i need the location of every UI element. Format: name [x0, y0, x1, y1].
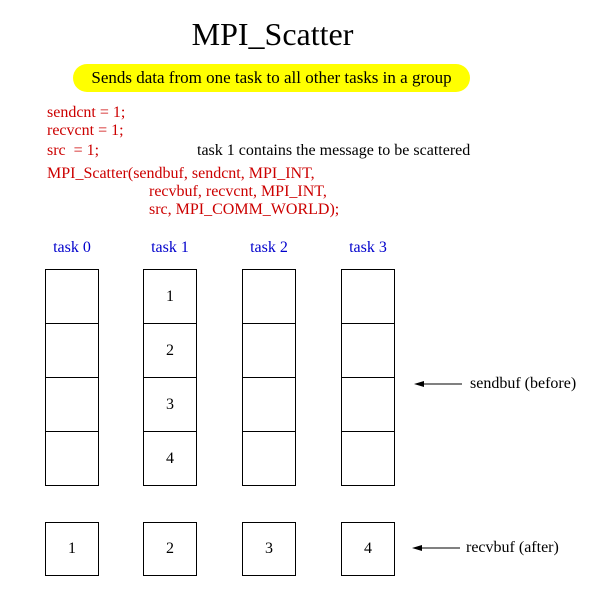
sendbuf-task-2	[242, 269, 296, 486]
sendbuf-cell	[342, 270, 394, 324]
sendbuf-cell	[46, 432, 98, 485]
sendbuf-cell: 3	[144, 378, 196, 432]
sendbuf-task-0	[45, 269, 99, 486]
task-label-0: task 0	[53, 239, 91, 256]
sendbuf-cell	[243, 324, 295, 378]
sendbuf-cell: 1	[144, 270, 196, 324]
code-recvcnt: recvcnt = 1;	[47, 122, 124, 139]
code-call-line3: src, MPI_COMM_WORLD);	[149, 201, 340, 218]
sendbuf-cell: 2	[144, 324, 196, 378]
sendbuf-cell	[342, 432, 394, 485]
sendbuf-cell	[243, 432, 295, 485]
sendbuf-cell	[46, 378, 98, 432]
sendbuf-task-1: 1 2 3 4	[143, 269, 197, 486]
recvbuf-task-1: 2	[143, 522, 197, 576]
code-sendcnt: sendcnt = 1;	[47, 104, 126, 121]
code-src: src = 1;	[47, 142, 100, 159]
recvbuf-label: recvbuf (after)	[466, 539, 559, 556]
sendbuf-task-3	[341, 269, 395, 486]
scatter-note: task 1 contains the message to be scatte…	[197, 142, 471, 159]
sendbuf-cell: 4	[166, 449, 174, 467]
task-label-1: task 1	[151, 239, 189, 256]
recvbuf-arrow-icon	[412, 545, 460, 551]
subtitle-banner: Sends data from one task to all other ta…	[73, 64, 470, 92]
sendbuf-cell	[243, 378, 295, 432]
recvbuf-task-3: 4	[341, 522, 395, 576]
code-call-line1: MPI_Scatter(sendbuf, sendcnt, MPI_INT,	[47, 165, 315, 182]
diagram-title: MPI_Scatter	[191, 16, 354, 52]
task-label-3: task 3	[349, 239, 387, 256]
sendbuf-cell	[342, 324, 394, 378]
sendbuf-cell	[342, 378, 394, 432]
sendbuf-cell	[46, 324, 98, 378]
sendbuf-cell	[243, 270, 295, 324]
sendbuf-label: sendbuf (before)	[470, 375, 577, 392]
sendbuf-arrow-icon	[414, 381, 462, 387]
recvbuf-task-2: 3	[242, 522, 296, 576]
task-label-2: task 2	[250, 239, 288, 256]
recvbuf-task-0: 1	[45, 522, 99, 576]
code-call-line2: recvbuf, recvcnt, MPI_INT,	[149, 183, 327, 200]
sendbuf-cell	[46, 270, 98, 324]
